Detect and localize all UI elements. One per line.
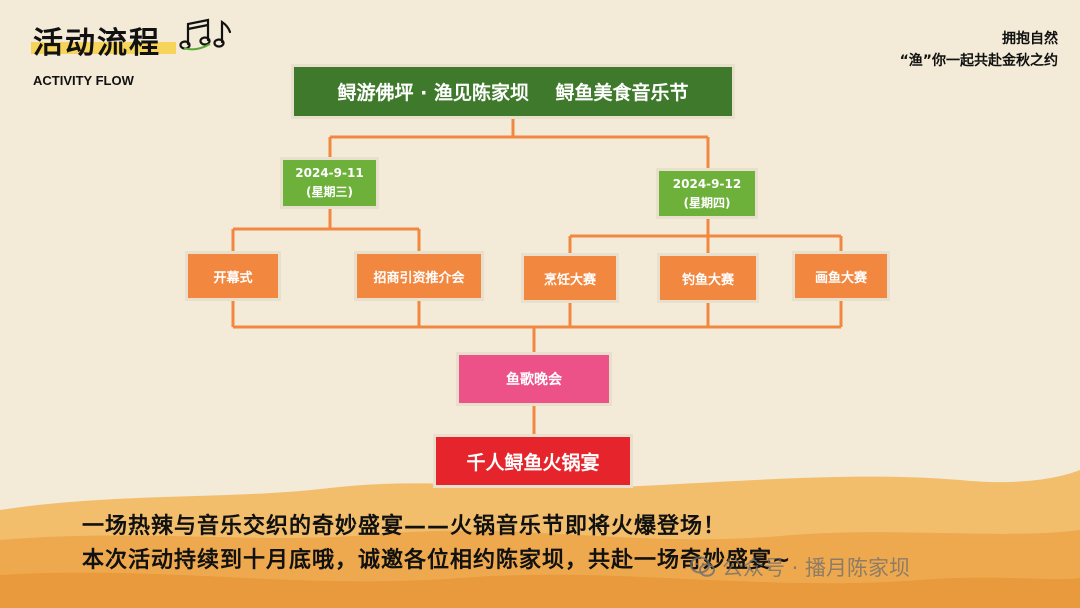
event-investment-promotion: 招商引资推介会	[354, 251, 484, 301]
footer-line-1: 一场热辣与音乐交织的奇妙盛宴——火锅音乐节即将火爆登场！	[82, 514, 727, 539]
slogan-line-2: “渔”你一起共赴金秋之约	[899, 53, 1058, 69]
event-opening-ceremony: 开幕式	[185, 251, 281, 301]
day2-date-box: 2024-9-12 (星期四)	[656, 168, 758, 219]
footer-text: 一场热辣与音乐交织的奇妙盛宴——火锅音乐节即将火爆登场！ 本次活动持续到十月底哦…	[82, 510, 791, 578]
day1-date: 2024-9-11	[295, 166, 364, 180]
page-title: 活动流程	[33, 26, 161, 61]
page-subtitle: ACTIVITY FLOW	[33, 73, 134, 88]
festival-title-box: 鲟游佛坪 · 渔见陈家坝 鲟鱼美食音乐节	[291, 64, 735, 119]
wechat-icon	[690, 556, 715, 577]
slogan-line-1: 拥抱自然	[1002, 31, 1058, 47]
day1-weekday: (星期三)	[306, 185, 353, 199]
slogan: 拥抱自然 “渔”你一起共赴金秋之约	[900, 28, 1058, 72]
footer-line-2: 本次活动持续到十月底哦，诚邀各位相约陈家坝，共赴一场奇妙盛宴~	[82, 548, 792, 573]
title-highlight-bar	[31, 42, 176, 54]
event-fish-painting-contest: 画鱼大赛	[792, 251, 890, 301]
watermark-text: 公众号 · 播月陈家坝	[722, 556, 911, 580]
day2-weekday: (星期四)	[683, 195, 731, 210]
day1-date-box: 2024-9-11 (星期三)	[280, 157, 379, 209]
event-cooking-contest: 烹饪大赛	[521, 253, 619, 303]
watermark: 公众号 · 播月陈家坝	[690, 552, 910, 582]
hotpot-banquet-box: 千人鲟鱼火锅宴	[433, 434, 633, 488]
evening-concert-box: 鱼歌晚会	[456, 352, 612, 406]
music-notes-icon	[179, 18, 232, 51]
event-fishing-contest: 钓鱼大赛	[657, 253, 759, 303]
day2-date: 2024-9-12	[672, 176, 742, 191]
